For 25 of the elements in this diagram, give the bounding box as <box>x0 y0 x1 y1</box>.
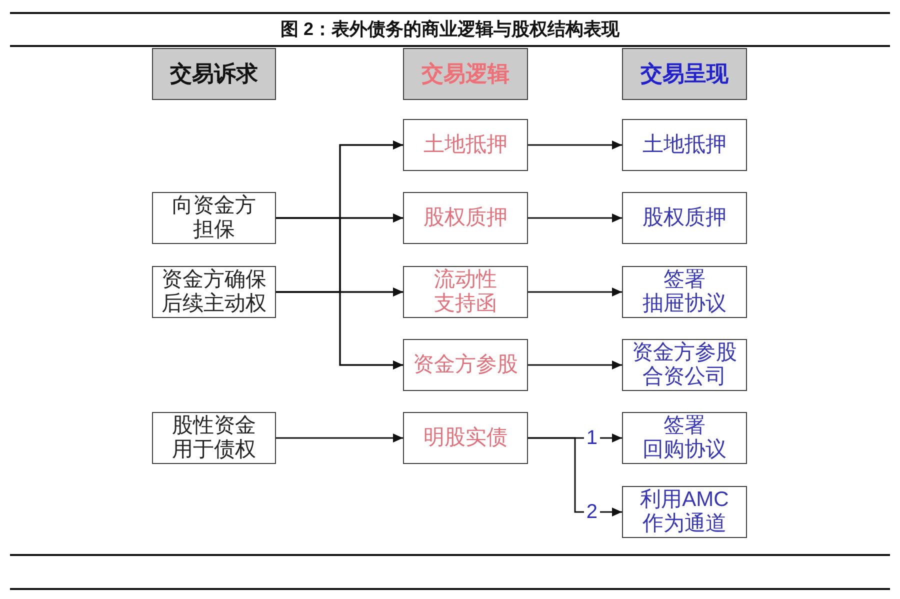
process-box: 明股实债 <box>403 412 528 464</box>
header-box: 交易逻辑 <box>403 48 528 100</box>
process-box: 资金方确保后续主动权 <box>152 266 276 318</box>
header-box: 交易诉求 <box>152 48 276 100</box>
arrow <box>528 288 622 296</box>
process-box: 资金方参股合资公司 <box>622 339 747 391</box>
process-box: 签署回购协议 <box>622 412 747 464</box>
process-box: 股权质押 <box>622 192 747 244</box>
process-box: 签署抽屉协议 <box>622 266 747 318</box>
process-box: 股性资金用于债权 <box>152 412 276 464</box>
process-box: 利用AMC作为通道 <box>622 486 747 538</box>
arrow <box>276 434 403 442</box>
arrow <box>528 140 622 150</box>
process-box: 资金方参股 <box>403 339 528 391</box>
process-box: 土地抵押 <box>622 119 747 171</box>
arrow <box>276 291 403 370</box>
process-box: 股权质押 <box>403 192 528 244</box>
process-box: 向资金方担保 <box>152 192 276 244</box>
process-box: 流动性支持函 <box>403 266 528 318</box>
arrow <box>528 437 622 516</box>
header-box: 交易呈现 <box>622 48 747 100</box>
title: 图 2：表外债务的商业逻辑与股权结构表现 <box>280 18 620 40</box>
arrow <box>528 360 622 370</box>
arrow <box>528 214 622 222</box>
process-box: 土地抵押 <box>403 119 528 171</box>
